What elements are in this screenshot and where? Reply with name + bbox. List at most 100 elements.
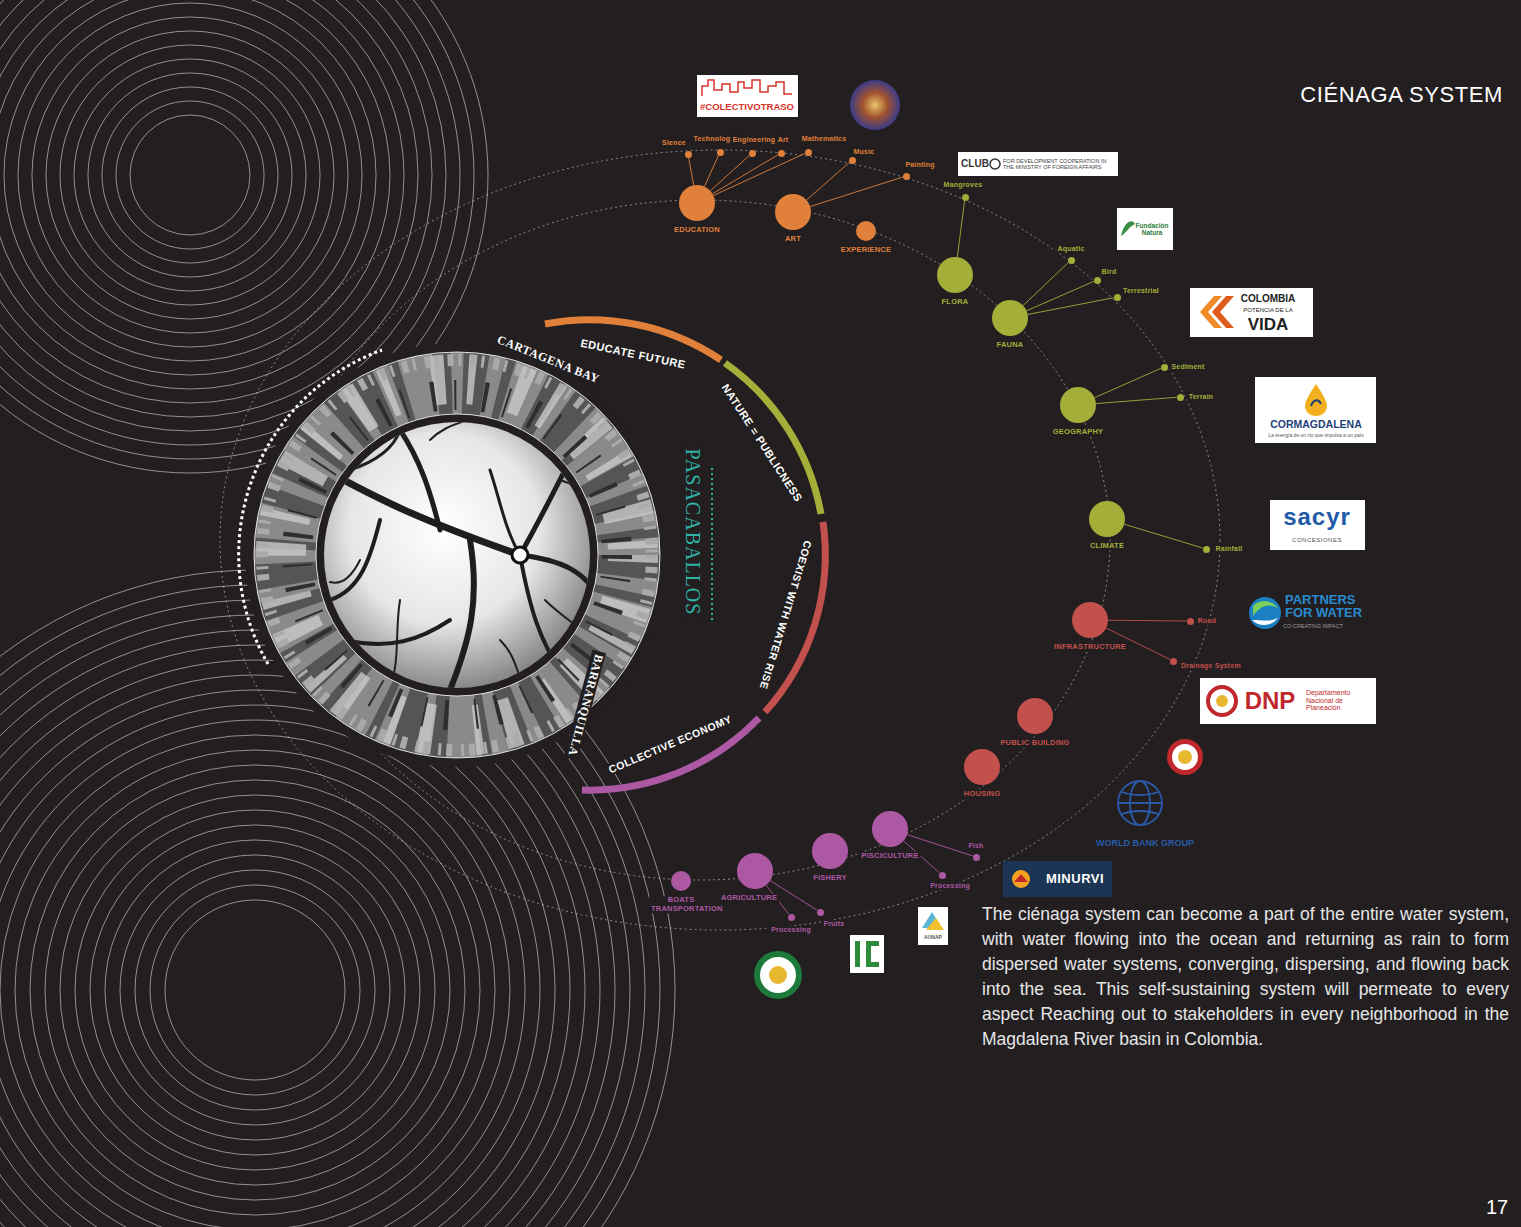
logo-text: CLUB (961, 158, 989, 170)
node-label: FAUNA (995, 341, 1026, 350)
node-label: Terrestrial (1121, 287, 1161, 295)
node-label: GEOGRAPHY (1051, 428, 1106, 437)
connector-line (1095, 368, 1161, 397)
topic-dot: Fish (973, 854, 980, 861)
topic-dot: Sediment (1161, 364, 1168, 371)
node-label: Fish (966, 842, 985, 850)
theme-circle: AGRICULTURE (737, 853, 773, 889)
theme-arcs (545, 320, 825, 790)
theme-circle: FAUNA (992, 300, 1028, 336)
topic-dot: Bird (1094, 277, 1101, 284)
node-label: PUBLIC BUILDING (998, 739, 1071, 748)
river-branches (325, 410, 600, 690)
topic-dot: Terrain (1177, 394, 1184, 401)
caption-text: The ciénaga system can become a part of … (982, 902, 1509, 1052)
theme-circle: FLORA (937, 257, 973, 293)
theme-label: COLLECTIVE ECONOMY (604, 711, 736, 776)
river-disc (324, 422, 590, 688)
node-label: ART (783, 235, 803, 244)
theme-label: NATURE = PUBLICNESS (717, 379, 806, 507)
topic-dot: Processing (788, 914, 795, 921)
node-label: Fruits (822, 920, 847, 928)
connector-line (1108, 620, 1187, 622)
connector-line (713, 154, 804, 196)
node-label: Processing (769, 926, 813, 934)
logo-text: CORMAGDALENA (1270, 418, 1362, 430)
logo-text: La energía de un río que impulsa a un pa… (1268, 433, 1363, 439)
topic-dot: Aquatic (1068, 257, 1075, 264)
topic-dot: Technology (717, 149, 724, 156)
node-label: Art (776, 136, 791, 144)
theme-label: BARRANQUILLA (564, 650, 606, 760)
page-number: 17 (1486, 1196, 1508, 1219)
node-label: Processing (928, 882, 972, 890)
topic-dot: Engineering (749, 150, 756, 157)
logo-text: POTENCIA DE LA (1243, 307, 1292, 314)
logos (697, 75, 1376, 999)
connector-line (1124, 524, 1203, 548)
node-label: Bird (1100, 268, 1119, 276)
node-label: FLORA (940, 298, 971, 307)
theme-label: EDUCATE FUTURE (576, 336, 689, 372)
theme-circle: ART (775, 194, 811, 230)
connector-line (713, 155, 779, 194)
node-label: Rainfall (1214, 545, 1245, 553)
diagram-title: CIÉNAGA SYSTEM (1300, 82, 1503, 108)
topic-dot: Drainage System (1170, 658, 1177, 665)
topic-dot: Sience (685, 151, 692, 158)
node-label: EDUCATION (672, 226, 722, 235)
topic-dot: Rainfall (1203, 546, 1210, 553)
node-label: Terrain (1187, 393, 1216, 401)
logo-text: COLOMBIA (1241, 293, 1295, 305)
theme-label: PASACABALLOS (681, 446, 704, 619)
node-label: FISHERY (811, 874, 849, 883)
connector-line (689, 157, 694, 185)
theme-circle: PISCICULTURE (872, 811, 908, 847)
node-label: Aquatic (1055, 245, 1086, 253)
node-label: Drainage System (1179, 662, 1243, 670)
ring-ground (245, 343, 669, 767)
connector-line (807, 162, 850, 200)
node-label: AGRICULTURE (719, 894, 779, 903)
node-label: Mathematics (800, 135, 849, 143)
connector-line (1028, 298, 1114, 315)
connector-line (710, 155, 749, 191)
location-marker (512, 547, 528, 563)
theme-circle: CLIMATE (1089, 501, 1125, 537)
logo-text: DNP (1245, 687, 1296, 715)
node-label: PISCICULTURE (859, 852, 920, 861)
logo-text: sacyr (1283, 503, 1351, 531)
connector-line (1023, 262, 1069, 305)
topic-dot: Mangroves (962, 194, 969, 201)
theme-label: COEXIST WITH WATER RISE (757, 536, 816, 693)
logo-text: WORLD BANK GROUP (1096, 838, 1194, 848)
logo-text: CONCESIONES (1292, 537, 1342, 544)
theme-circle: GEOGRAPHY (1060, 387, 1096, 423)
theme-circle: BOATS TRANSPORTATION (671, 871, 691, 891)
logo-text: FOR DEVELOPMENT COOPERATION IN THE MINIS… (1003, 158, 1113, 170)
connector-line (957, 201, 964, 258)
node-label: Engineering (731, 136, 778, 144)
node-label: INFRASTRUCTURE (1052, 643, 1128, 652)
node-label: Technology (692, 135, 737, 143)
node-label: Road (1196, 617, 1218, 625)
orbit-lines (220, 150, 1220, 930)
topic-dot: Mathematics (805, 149, 812, 156)
theme-circle: EXPERIENCE (856, 221, 876, 241)
dotted-line (711, 468, 713, 620)
theme-circle: INFRASTRUCTURE (1072, 602, 1108, 638)
node-label: Music (852, 148, 877, 156)
connector-line (704, 155, 718, 186)
topic-dot: Art (778, 150, 785, 157)
logo-text: PARTNERS FOR WATER (1285, 593, 1365, 619)
topic-dot: Processing (939, 872, 946, 879)
topic-dot: Terrestrial (1114, 294, 1121, 301)
theme-circle: FISHERY (812, 833, 848, 869)
node-label: BOATS TRANSPORTATION (649, 896, 713, 913)
logo-text: MINURVI (1046, 872, 1104, 887)
theme-circle: EDUCATION (679, 185, 715, 221)
logo-text: #COLECTIVOTRASO (700, 102, 794, 113)
node-label: CLIMATE (1088, 542, 1126, 551)
photo-ring (239, 350, 660, 758)
topic-dot: Painting (903, 173, 910, 180)
